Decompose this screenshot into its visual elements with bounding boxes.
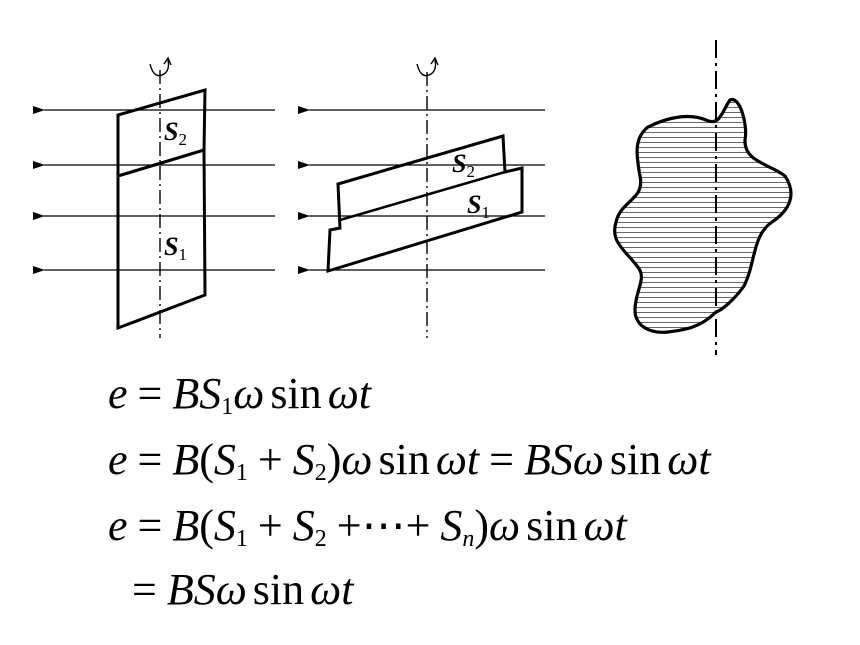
eq3-sub-1: 1 — [235, 526, 248, 552]
rotation-arrow-head-icon-2 — [430, 56, 439, 66]
eq2-sin: sin — [378, 435, 430, 484]
eq3-S2: S — [292, 501, 315, 550]
eq1-emf: e — [108, 369, 128, 418]
eq1-S: S — [199, 369, 222, 418]
coil-panel-2 — [326, 134, 524, 274]
panel1-label-s1: S1 — [164, 232, 187, 264]
eq3-emf: e — [108, 501, 128, 550]
eq2-S1: S — [213, 435, 236, 484]
irregular-surface — [613, 98, 793, 334]
eq1-omega-t: ωt — [327, 369, 371, 418]
eq3-Sn: S — [440, 501, 463, 550]
eq2-omega-t-rhs: ωt — [667, 435, 711, 484]
eq4-omega: ω — [215, 565, 247, 614]
irregular-surface-hatching — [614, 99, 791, 333]
eq3-sub-2: 2 — [314, 526, 327, 552]
coil-panel-2-divider — [339, 170, 506, 222]
eq4-omega-t: ωt — [310, 565, 354, 614]
eq3-dots: ⋯ — [361, 501, 406, 550]
eq2-S2: S — [292, 435, 315, 484]
eq1-omega: ω — [233, 369, 265, 418]
eq3-omega-t: ωt — [583, 501, 627, 550]
rotation-arrow-head-icon — [163, 56, 172, 66]
eq2-B: B — [172, 435, 200, 484]
eq2-S-rhs: S — [550, 435, 573, 484]
eq2-sub-1: 1 — [235, 460, 248, 486]
eq3-sin: sin — [526, 501, 578, 550]
eq4-B: B — [166, 565, 194, 614]
eq2-omega-t: ωt — [435, 435, 480, 484]
eq2-sub-2: 2 — [314, 460, 327, 486]
eq1-sub-1: 1 — [221, 394, 234, 420]
eq1-sin: sin — [270, 369, 322, 418]
panel2-label-s1: S1 — [467, 190, 490, 222]
eq2-omega: ω — [341, 435, 373, 484]
eq2-sin-rhs: sin — [609, 435, 662, 484]
eq1-B: B — [172, 369, 200, 418]
eq3-sub-n: n — [462, 526, 475, 552]
eq3-omega: ω — [489, 501, 521, 550]
eq3-B: B — [172, 501, 200, 550]
eq2-omega-rhs: ω — [572, 435, 604, 484]
panel2-label-s2: S2 — [452, 149, 475, 181]
coil-panel-1 — [116, 87, 207, 331]
eq2-B-rhs: B — [523, 435, 551, 484]
eq2-emf: e — [108, 435, 128, 484]
rotation-arrow-icon-2 — [416, 59, 437, 77]
eq4-S: S — [193, 565, 216, 614]
eq4-sin: sin — [252, 565, 305, 614]
rotation-arrow-icon — [149, 59, 170, 77]
panel1-label-s2: S2 — [164, 117, 187, 149]
eq3-S1: S — [213, 501, 236, 550]
